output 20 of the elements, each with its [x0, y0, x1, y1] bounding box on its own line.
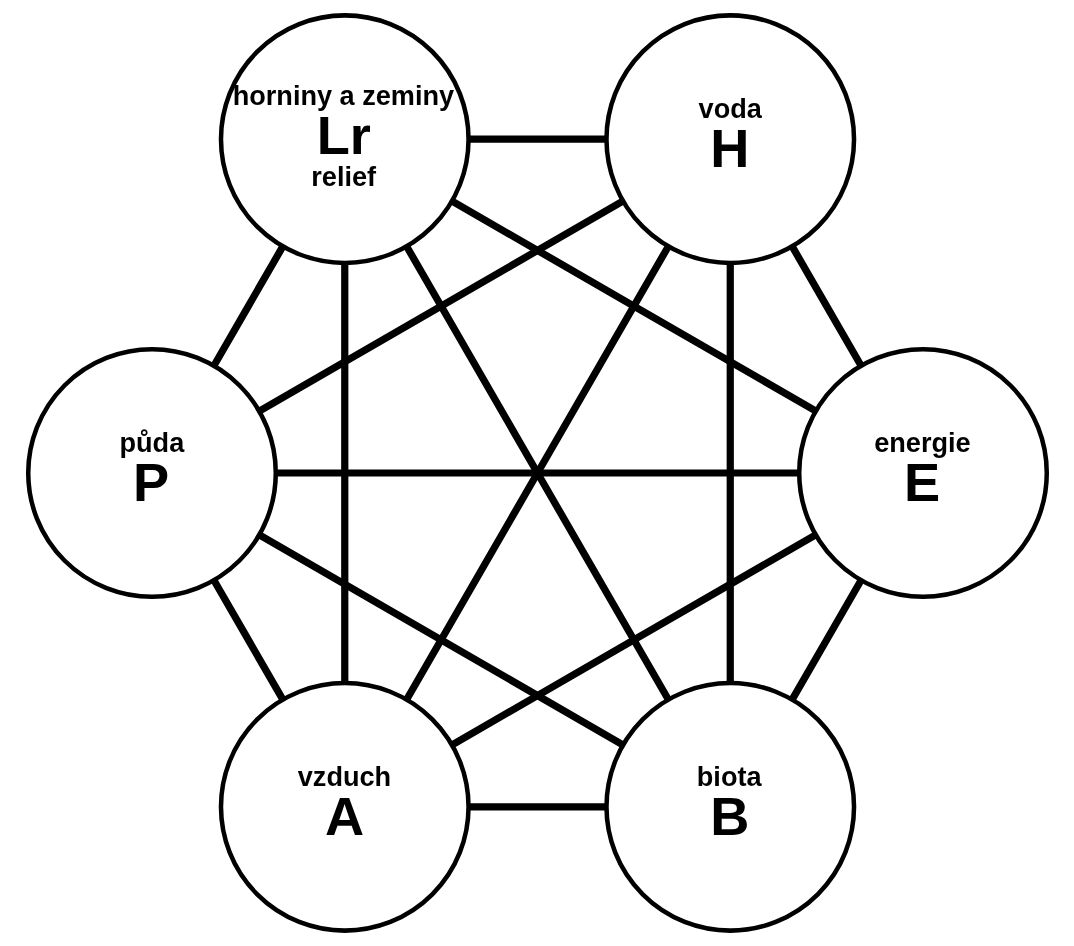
- connector: [449, 531, 817, 748]
- connector: [468, 803, 606, 811]
- connector: [449, 198, 817, 415]
- node-circle: energie E: [796, 346, 1049, 600]
- connector: [726, 263, 734, 683]
- connector: [788, 244, 864, 368]
- connector: [403, 244, 671, 702]
- node-circle: horniny a zeminy Lr relief: [218, 13, 471, 266]
- connector: [275, 469, 799, 477]
- connector: [210, 244, 286, 368]
- connector: [210, 578, 286, 702]
- node-circle: vzduch A: [218, 680, 471, 933]
- connector: [257, 198, 625, 415]
- node-circle: voda H: [603, 13, 856, 266]
- node-circle: biota B: [603, 680, 856, 933]
- node-circle: půda P: [25, 346, 278, 600]
- connector: [340, 263, 348, 683]
- connector: [468, 135, 606, 143]
- connector: [257, 531, 625, 748]
- connector: [788, 578, 864, 702]
